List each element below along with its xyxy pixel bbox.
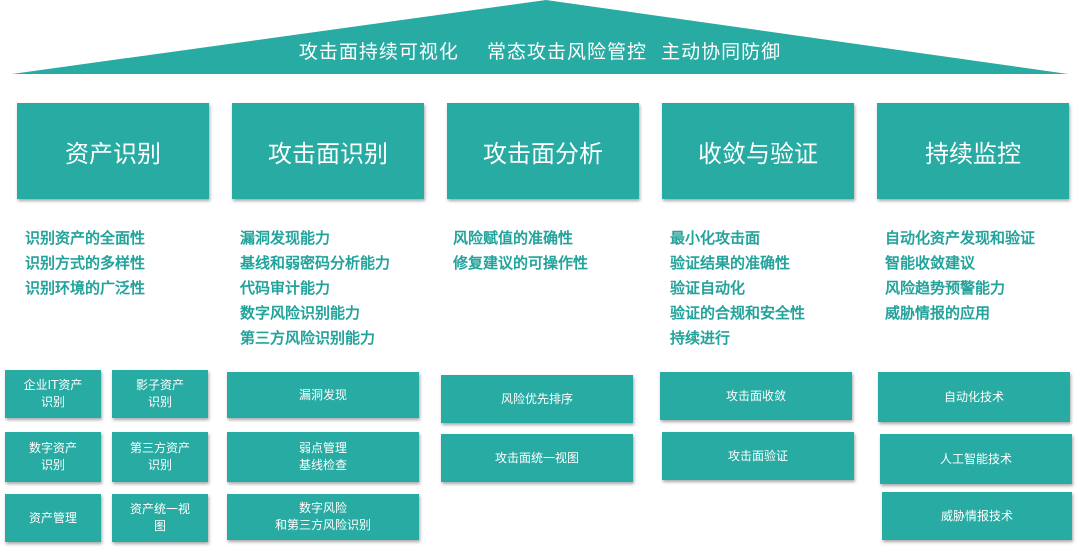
pillar-attack-surface-analysis: 攻击面分析 xyxy=(447,103,639,199)
capability-item: 最小化攻击面 xyxy=(670,229,761,247)
pillar-convergence-validation: 收敛与验证 xyxy=(662,103,854,199)
capability-list-attack-surface-identification: 漏洞发现能力 基线和弱密码分析能力 代码审计能力 数字风险识别能力 第三方风险识… xyxy=(240,226,390,351)
tech-box-attack-surface-validation: 攻击面验证 xyxy=(662,432,854,480)
capability-list-continuous-monitoring: 自动化资产发现和验证 智能收敛建议 风险趋势预警能力 威胁情报的应用 xyxy=(885,226,1035,326)
capability-item: 智能收敛建议 xyxy=(885,254,976,272)
capability-list-attack-surface-analysis: 风险赋值的准确性 修复建议的可操作性 xyxy=(453,226,588,276)
tech-box-enterprise-it-asset: 企业IT资产 识别 xyxy=(5,370,101,418)
tech-box-digital-asset: 数字资产 识别 xyxy=(5,432,101,482)
capability-item: 修复建议的可操作性 xyxy=(453,254,589,272)
capability-list-asset: 识别资产的全面性 识别方式的多样性 识别环境的广泛性 xyxy=(25,226,145,301)
capability-item: 第三方风险识别能力 xyxy=(240,329,376,347)
capability-list-convergence-validation: 最小化攻击面 验证结果的准确性 验证自动化 验证的合规和安全性 持续进行 xyxy=(670,226,805,351)
tech-box-ai: 人工智能技术 xyxy=(880,434,1072,484)
capability-item: 持续进行 xyxy=(670,329,731,347)
capability-item: 风险趋势预警能力 xyxy=(885,279,1006,297)
tech-box-asset-unified-view: 资产统一视 图 xyxy=(112,494,208,542)
capability-item: 基线和弱密码分析能力 xyxy=(240,254,391,272)
tech-box-weakness-baseline: 弱点管理 基线检查 xyxy=(227,432,419,482)
capability-item: 验证自动化 xyxy=(670,279,746,297)
capability-item: 验证的合规和安全性 xyxy=(670,304,806,322)
pillar-asset-identification: 资产识别 xyxy=(17,103,209,199)
capability-item: 风险赋值的准确性 xyxy=(453,229,574,247)
capability-item: 威胁情报的应用 xyxy=(885,304,991,322)
tech-box-risk-prioritization: 风险优先排序 xyxy=(441,375,633,423)
capability-item: 漏洞发现能力 xyxy=(240,229,331,247)
capability-item: 数字风险识别能力 xyxy=(240,304,361,322)
capability-item: 代码审计能力 xyxy=(240,279,331,297)
pillar-continuous-monitoring: 持续监控 xyxy=(877,103,1069,199)
tech-box-shadow-asset: 影子资产 识别 xyxy=(112,370,208,418)
capability-item: 识别环境的广泛性 xyxy=(25,279,146,297)
tech-box-attack-surface-unified-view: 攻击面统一视图 xyxy=(441,434,633,482)
tech-box-digital-third-party-risk: 数字风险 和第三方风险识别 xyxy=(227,494,419,540)
capability-item: 识别资产的全面性 xyxy=(25,229,146,247)
pillar-attack-surface-identification: 攻击面识别 xyxy=(232,103,424,199)
roof-banner: 攻击面持续可视化 常态攻击风险管控 主动协同防御 xyxy=(0,0,1080,80)
capability-item: 自动化资产发现和验证 xyxy=(885,229,1036,247)
roof-title: 攻击面持续可视化 常态攻击风险管控 主动协同防御 xyxy=(298,41,782,63)
tech-box-threat-intelligence: 威胁情报技术 xyxy=(882,492,1072,540)
tech-box-attack-surface-convergence: 攻击面收敛 xyxy=(660,372,852,420)
tech-box-third-party-asset: 第三方资产 识别 xyxy=(112,432,208,482)
tech-box-vulnerability-discovery: 漏洞发现 xyxy=(227,372,419,418)
capability-item: 验证结果的准确性 xyxy=(670,254,791,272)
roof-shape xyxy=(12,0,1068,74)
tech-box-automation: 自动化技术 xyxy=(878,372,1070,422)
capability-item: 识别方式的多样性 xyxy=(25,254,146,272)
tech-box-asset-management: 资产管理 xyxy=(5,494,101,542)
